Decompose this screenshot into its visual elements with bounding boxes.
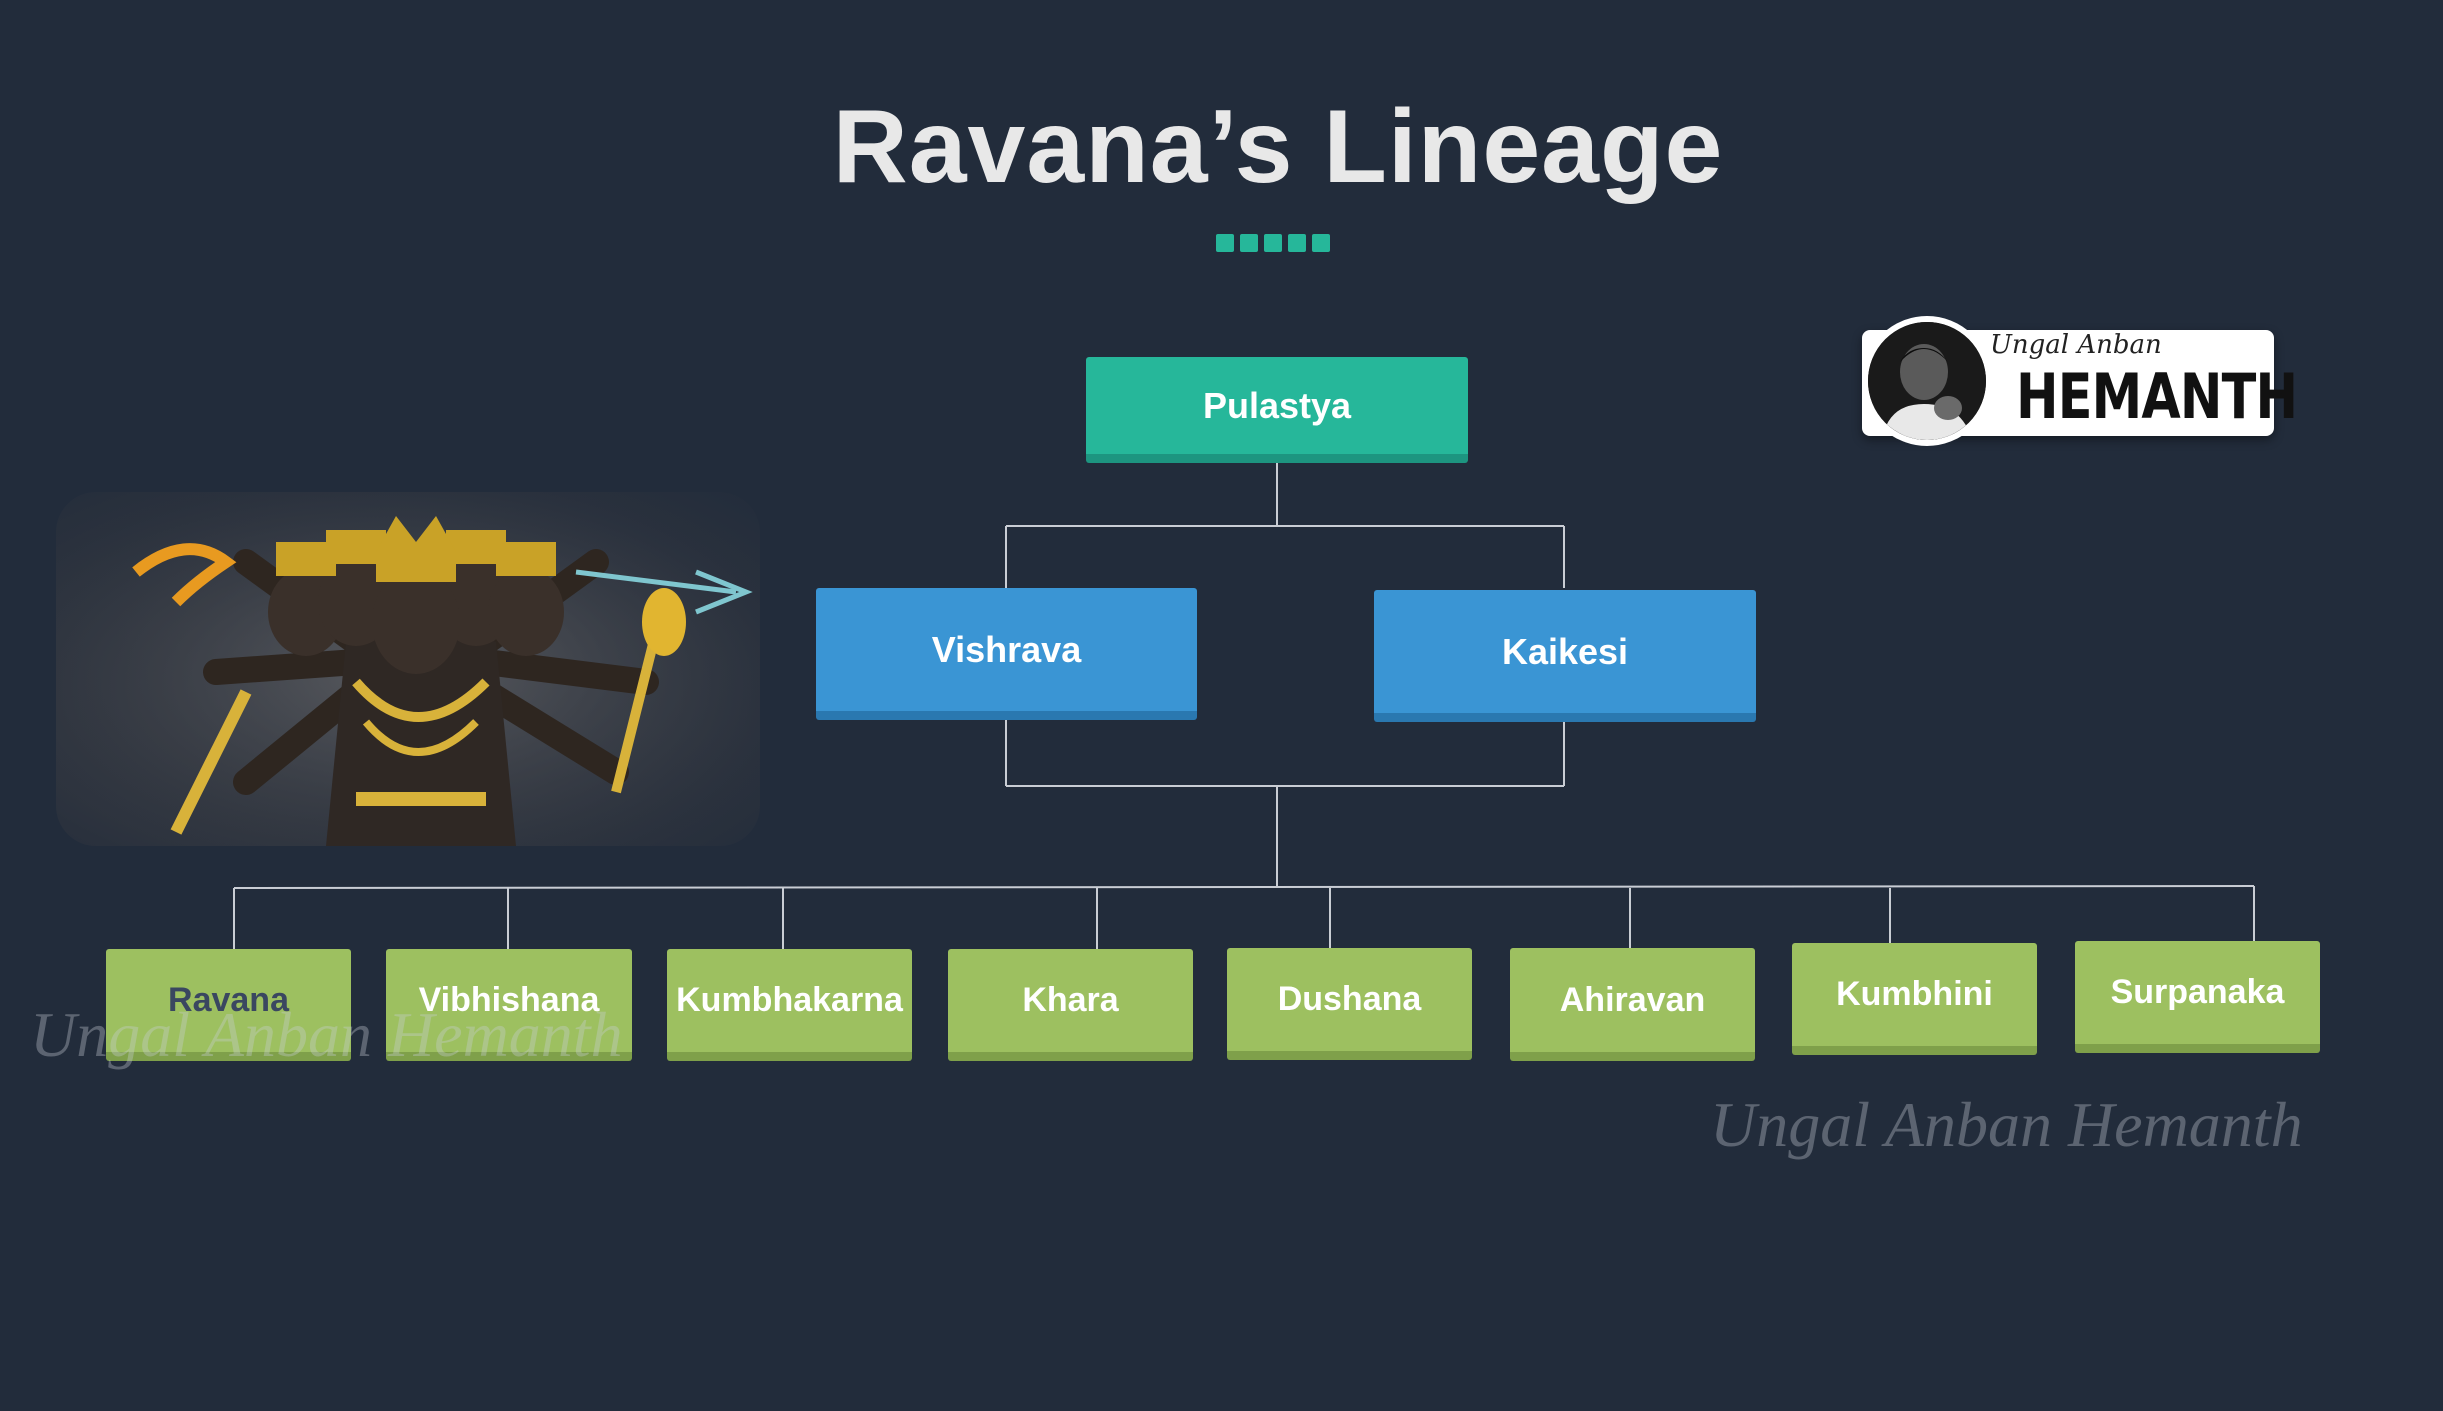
watermark-right: Ungal Anban Hemanth — [1710, 1089, 2303, 1160]
person-icon — [1868, 322, 1986, 440]
ravana-illustration — [56, 492, 760, 846]
node-vibhishana: Vibhishana — [386, 949, 632, 1061]
node-ravana: Ravana — [106, 949, 351, 1061]
badge-tagline: Ungal Anban — [1990, 330, 2162, 360]
page-title: Ravana’s Lineage — [832, 89, 1724, 205]
title-underline-dots — [1216, 234, 1330, 252]
node-vishrava: Vishrava — [816, 588, 1197, 720]
node-dushana: Dushana — [1227, 948, 1472, 1060]
node-kumbhakarna: Kumbhakarna — [667, 949, 912, 1061]
node-ahiravan: Ahiravan — [1510, 948, 1755, 1061]
node-surpanaka: Surpanaka — [2075, 941, 2320, 1053]
node-kaikesi: Kaikesi — [1374, 590, 1756, 722]
node-pulastya: Pulastya — [1086, 357, 1468, 463]
badge-name: HEMANTH — [2016, 360, 2298, 433]
creator-avatar — [1862, 316, 1992, 446]
ravana-figure-icon — [56, 492, 760, 846]
node-kumbhini: Kumbhini — [1792, 943, 2037, 1055]
watermark-left: Ungal Anban Hemanth — [30, 999, 623, 1070]
node-khara: Khara — [948, 949, 1193, 1061]
